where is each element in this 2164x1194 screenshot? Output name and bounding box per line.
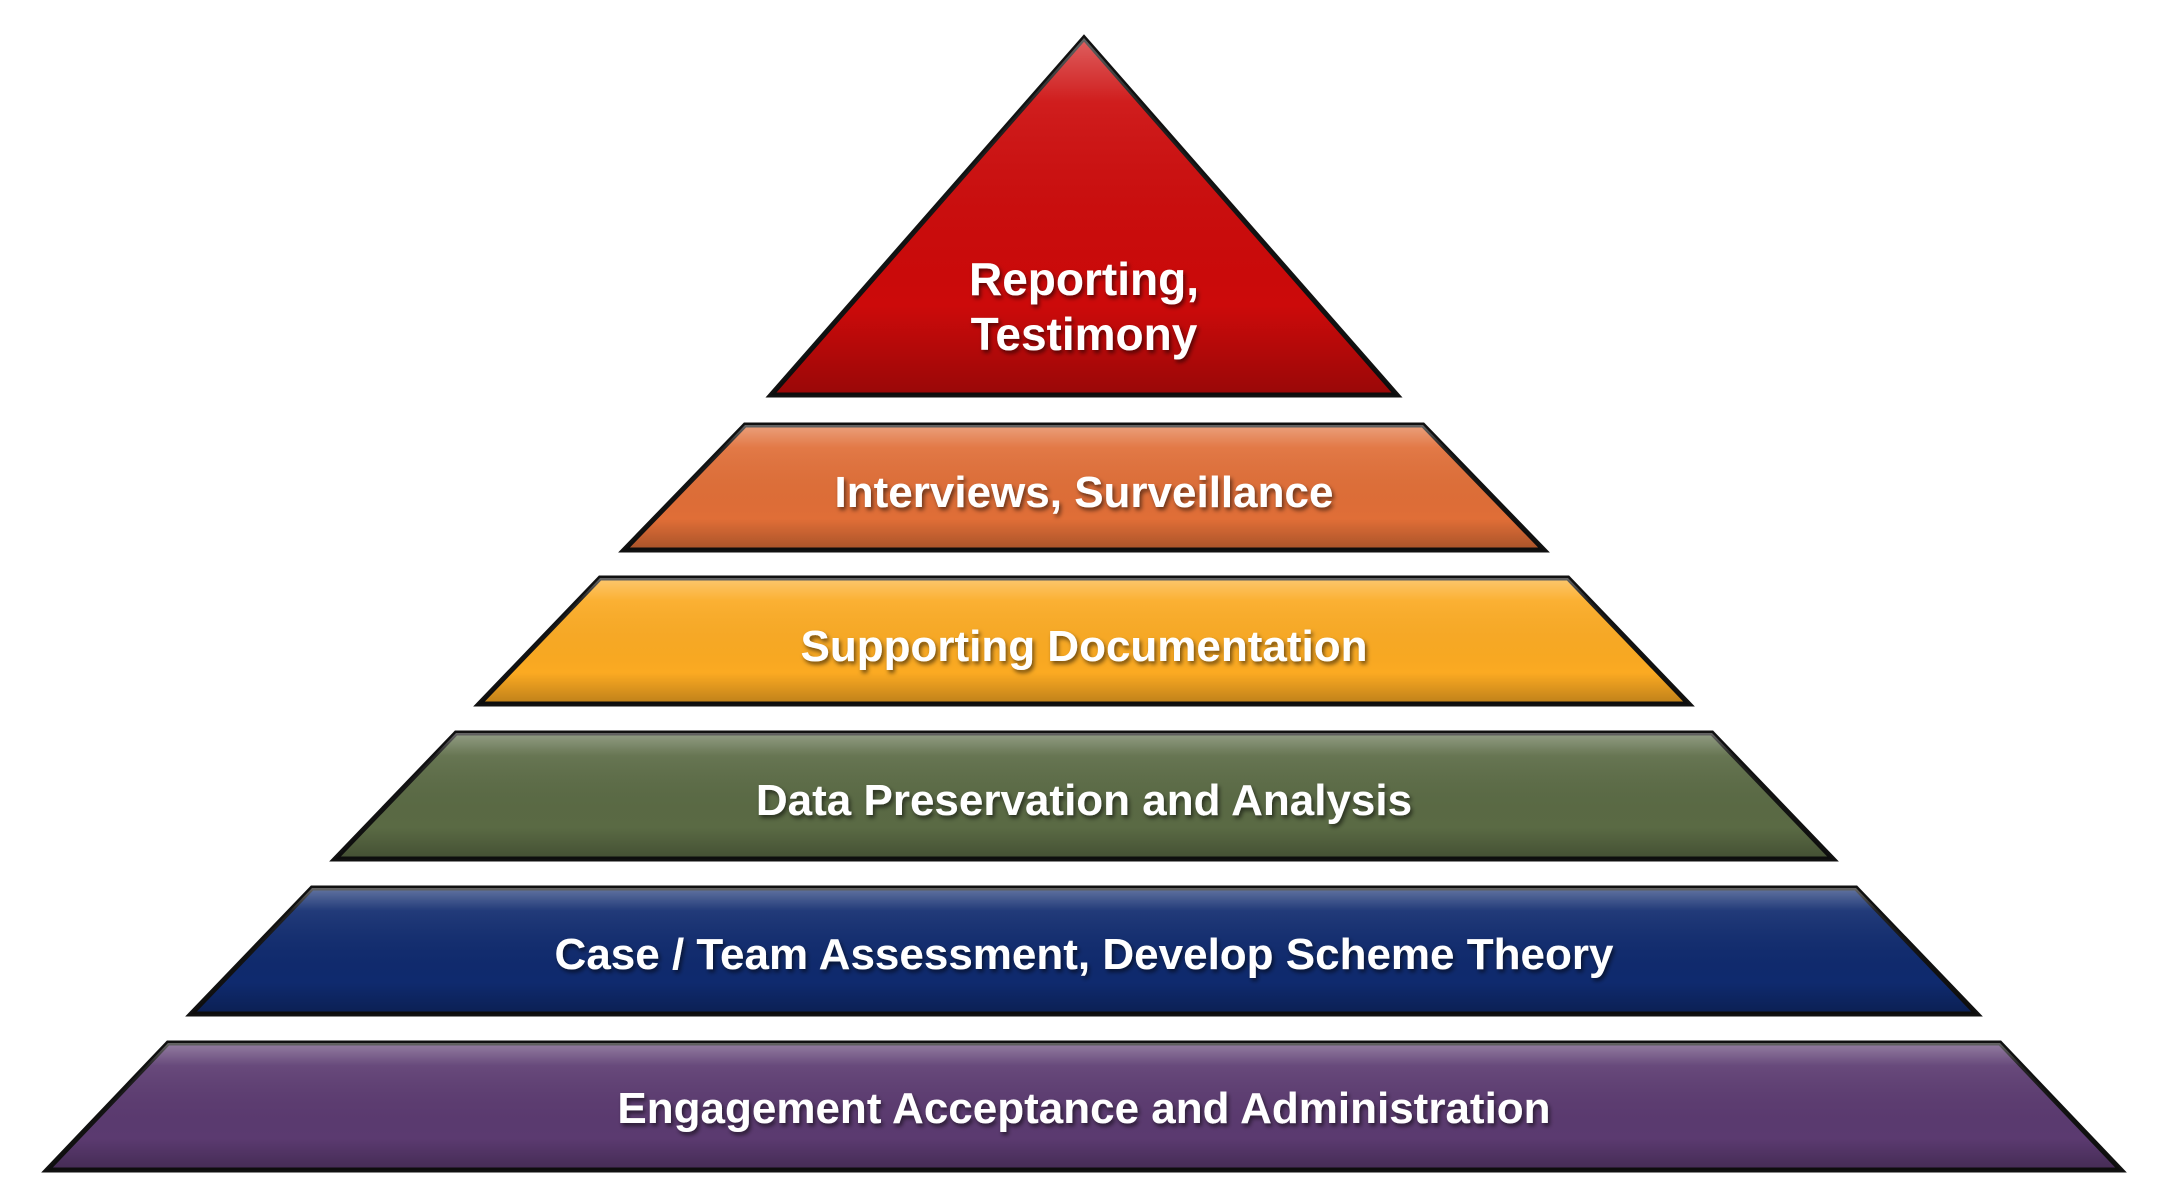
tier-label: Data Preservation and Analysis — [756, 776, 1412, 825]
pyramid-tier-4: Data Preservation and Analysis — [329, 730, 1839, 862]
tier-shading — [191, 888, 1977, 1014]
pyramid-tier-5: Case / Team Assessment, Develop Scheme T… — [185, 885, 1983, 1017]
tier-shading — [771, 38, 1397, 395]
tier-label: Supporting Documentation — [800, 622, 1367, 671]
pyramid-tier-1: Reporting,Testimony — [765, 34, 1403, 398]
tier-shading — [624, 425, 1544, 550]
pyramid-tier-3: Supporting Documentation — [473, 575, 1695, 707]
tier-label: Engagement Acceptance and Administration — [617, 1084, 1550, 1133]
pyramid-tier-2: Interviews, Surveillance — [618, 422, 1550, 553]
tier-shading — [479, 578, 1689, 704]
tier-shading — [335, 733, 1833, 859]
tier-label: Testimony — [971, 308, 1198, 360]
pyramid-tier-6: Engagement Acceptance and Administration — [41, 1040, 2127, 1173]
tier-label: Case / Team Assessment, Develop Scheme T… — [555, 930, 1614, 979]
tier-label: Reporting, — [969, 253, 1199, 305]
tier-shading — [47, 1043, 2121, 1170]
tier-label: Interviews, Surveillance — [835, 468, 1334, 517]
